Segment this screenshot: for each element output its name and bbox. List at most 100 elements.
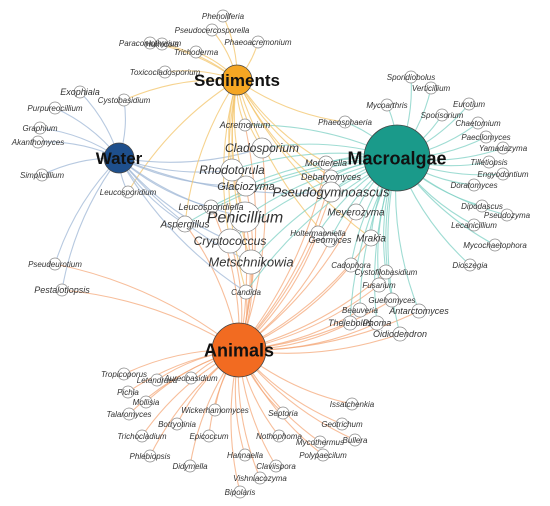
genus-node-nothophoma: [272, 429, 286, 443]
hub-node-macroalgae: [363, 124, 431, 192]
genus-label-mycoarthris: Mycoarthris: [366, 101, 407, 110]
genus-node-akanthomyces: [31, 135, 45, 149]
genus-label-mrakia: Mrakia: [356, 234, 386, 245]
genus-label-nothophoma: Nothophoma: [256, 432, 302, 441]
hub-label-sediments: Sediments: [194, 71, 280, 90]
genus-node-cryptococcus: [217, 228, 243, 254]
genus-node-mycoarthris: [380, 98, 394, 112]
edge-sediments-aspergillus: [184, 79, 238, 225]
genus-node-acremonium: [238, 118, 252, 132]
genus-label-leucosporidiella: Leucosporidiella: [178, 202, 243, 212]
genus-label-holtermanniella: Holtermanniella: [290, 229, 346, 238]
genus-label-didymella: Didymella: [172, 462, 208, 471]
genus-label-phaeoacremonium: Phaeoacremonium: [224, 38, 291, 47]
genus-label-bipolaris: Bipolaris: [225, 488, 256, 497]
edge-sediments-cryptococcus: [222, 79, 238, 242]
genus-label-simplicillium: Simplicillium: [20, 171, 64, 180]
genus-node-penicillium: [229, 201, 261, 233]
hub-label-water: Water: [96, 149, 143, 168]
edge-water-candida: [118, 157, 247, 293]
genus-node-botryotinia: [170, 417, 184, 431]
genus-label-phaeosphaeria: Phaeosphaeria: [318, 118, 372, 127]
genus-label-penicillium: Penicillium: [207, 210, 283, 227]
genus-label-beauveria: Beauveria: [342, 306, 379, 315]
genus-node-aspergillus: [176, 215, 194, 233]
edge-water-cladosporium: [118, 147, 263, 163]
genus-label-graphium: Graphium: [22, 124, 57, 133]
genus-node-bullera: [348, 433, 362, 447]
genus-node-mrakia: [362, 229, 380, 247]
genus-node-toxicocladosporium: [158, 65, 172, 79]
genus-node-exophiala: [73, 85, 87, 99]
genus-label-glaciozyma: Glaciozyma: [217, 181, 274, 193]
genus-node-epicoccum: [202, 429, 216, 443]
genus-node-geomyces: [322, 232, 338, 248]
hub-node-sediments: [221, 64, 253, 96]
genus-label-oidiodendron: Oidiodendron: [373, 329, 427, 339]
genus-node-septoria: [276, 406, 290, 420]
hub-node-animals: [211, 322, 267, 378]
genus-label-metschnikowia: Metschnikowia: [208, 255, 293, 270]
genus-label-pseudozyma: Pseudozyma: [484, 211, 531, 220]
genus-label-paraconiothyrium: Paraconiothyrium: [119, 39, 182, 48]
hub-node-water: [103, 142, 135, 174]
genus-label-phlebiopsis: Phlebiopsis: [130, 452, 171, 461]
genus-node-pseudocercosporella: [205, 23, 219, 37]
genus-node-didymella: [183, 459, 197, 473]
genus-label-pseudocercosporella: Pseudocercosporella: [175, 26, 250, 35]
label-layer: PhenoliferiaPseudocercosporellaParaconio…: [11, 12, 531, 497]
genus-label-paecilomyces: Paecilomyces: [461, 133, 510, 142]
genus-node-pestalotiopsis: [55, 283, 69, 297]
genus-node-humicola: [155, 37, 169, 51]
genus-node-engyodontium: [496, 167, 510, 181]
genus-node-verticillium: [424, 81, 438, 95]
genus-node-purpureocillium: [48, 101, 62, 115]
genus-node-chaetomium: [471, 116, 485, 130]
genus-node-phaeosphaeria: [338, 115, 352, 129]
genus-node-sporidiobolus: [404, 70, 418, 84]
genus-node-simplicillium: [35, 168, 49, 182]
genus-label-pseudogymnoascus: Pseudogymnoascus: [272, 185, 390, 200]
genus-label-wickerhamomyces: Wickerhamomyces: [181, 406, 249, 415]
genus-node-antarctomyces: [411, 303, 427, 319]
genus-node-claviispora: [269, 459, 283, 473]
genus-label-pseudeurotium: Pseudeurotium: [28, 260, 82, 269]
genus-label-purpureocillium: Purpureocillium: [27, 104, 82, 113]
genus-label-candida: Candida: [231, 288, 261, 297]
genus-label-mortierella: Mortierella: [305, 158, 347, 168]
genus-label-vishniacozyma: Vishniacozyma: [233, 474, 287, 483]
genus-label-mycothermus: Mycothermus: [296, 438, 344, 447]
genus-label-cystofilobasidium: Cystofilobasidium: [355, 268, 418, 277]
hub-label-macroalgae: Macroalgae: [347, 148, 446, 168]
genus-label-bullera: Bullera: [343, 436, 368, 445]
genus-label-cladosporium: Cladosporium: [225, 141, 299, 155]
genus-node-geotrichum: [335, 417, 349, 431]
genus-label-phoma: Phoma: [363, 318, 392, 328]
genus-node-graphium: [33, 121, 47, 135]
genus-label-leucosporidium: Leucosporidium: [100, 188, 157, 197]
genus-label-acremonium: Acremonium: [219, 120, 271, 130]
genus-label-antarctomyces: Antarctomyces: [388, 306, 449, 316]
genus-node-phoma: [369, 315, 385, 331]
genus-node-polypaecilum: [316, 448, 330, 462]
genus-node-pseudeurotium: [48, 257, 62, 271]
genus-node-pichia: [121, 385, 135, 399]
genus-node-glaciozyma: [235, 175, 257, 197]
genus-node-mortierella: [318, 155, 334, 171]
genus-node-fusarium: [371, 277, 387, 293]
genus-node-metschnikowia: [238, 249, 264, 275]
genus-label-cadophora: Cadophora: [331, 261, 371, 270]
genus-label-humicola: Humicola: [145, 40, 179, 49]
genus-node-hannaella: [238, 448, 252, 462]
edge-sediments-mrakia: [236, 79, 372, 239]
genus-node-paecilomyces: [479, 130, 493, 144]
genus-node-phaeoacremonium: [251, 35, 265, 49]
genus-node-mollisia: [139, 395, 153, 409]
genus-label-chaetomium: Chaetomium: [455, 119, 501, 128]
genus-label-dipodascus: Dipodascus: [461, 202, 503, 211]
genus-label-aureobasidium: Aureobasidium: [163, 374, 218, 383]
genus-label-issatchenkia: Issatchenkia: [330, 400, 375, 409]
genus-node-dipodascus: [475, 199, 489, 213]
genus-node-aureobasidium: [184, 371, 198, 385]
